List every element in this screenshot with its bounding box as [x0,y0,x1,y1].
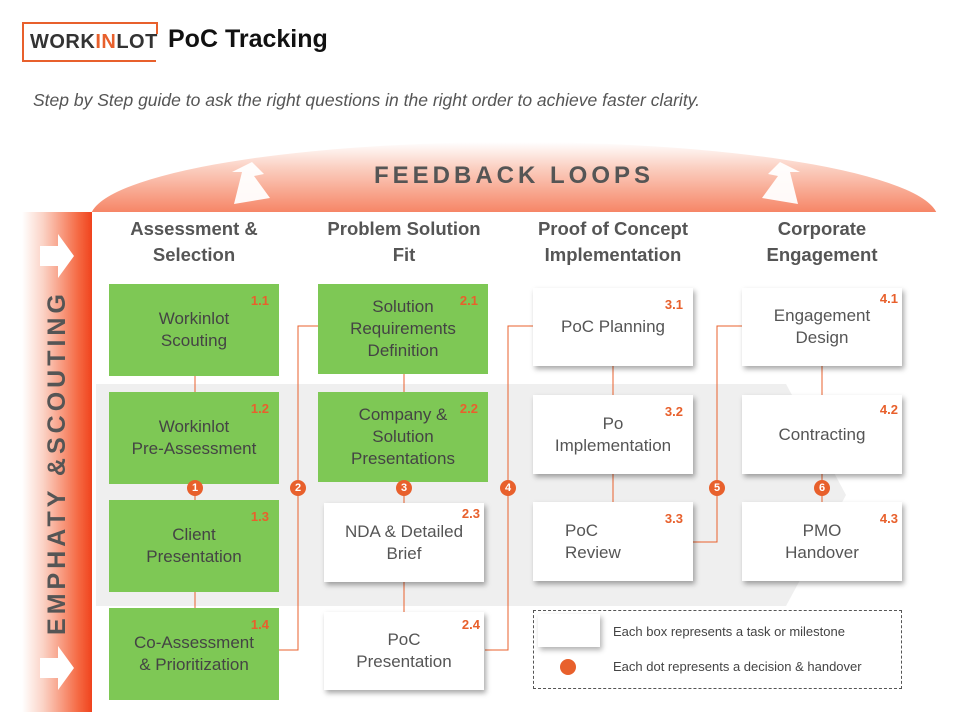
page-title: PoC Tracking [168,25,328,53]
task-box-2-3[interactable]: NDA & Detailed Brief 2.3 [324,503,484,582]
decision-dot-6[interactable]: 6 [814,480,830,496]
task-box-label: Workinlot Scouting [158,309,230,350]
task-number: 1.2 [250,401,269,416]
task-box-4-2[interactable]: Contracting 4.2 [742,395,902,474]
task-box-label: Client Presentation [146,525,242,566]
decision-dot-4[interactable]: 4 [500,480,516,496]
task-box-label: NDA & Detailed Brief [344,521,464,563]
column-header-assessment: Assessment & Selection [130,218,258,265]
task-box-1-1[interactable]: Workinlot Scouting 1.1 [109,284,279,376]
task-number: 4.1 [879,291,898,306]
task-number: 1.4 [250,617,269,632]
task-box-label: Solution Requirements Definition [350,297,456,360]
task-box-4-1[interactable]: Engagement Design 4.1 [742,288,902,366]
task-box-2-2[interactable]: Company & Solution Presentations 2.2 [318,392,488,482]
decision-dot-2[interactable]: 2 [290,480,306,496]
decision-dot-5[interactable]: 5 [709,480,725,496]
emphaty-scouting-bar [22,212,92,712]
task-box-3-2[interactable]: Po Implementation 3.2 [533,395,693,474]
feedback-loops-label: FEEDBACK LOOPS [373,162,654,189]
task-box-label: Company & Solution Presentations [351,405,455,468]
task-number: 4.3 [879,511,898,526]
logo-text-lot: LOT [116,30,158,53]
decision-dot-3[interactable]: 3 [396,480,412,496]
task-number: 1.1 [250,293,269,308]
scouting-arrow-top-icon [40,234,74,278]
task-number: 2.1 [459,293,478,308]
legend-dot-sample [560,659,576,675]
logo-frame-mark [156,22,158,34]
task-box-2-1[interactable]: Solution Requirements Definition 2.1 [318,284,488,374]
task-box-1-4[interactable]: Co-Assessment & Prioritization 1.4 [109,608,279,700]
task-number: 3.1 [664,297,683,312]
legend-dot-text: Each dot represents a decision & handove… [613,659,862,674]
task-box-1-2[interactable]: Workinlot Pre-Assessment 1.2 [109,392,279,484]
task-number: 2.2 [459,401,478,416]
task-box-label: PoC Presentation [356,630,452,671]
feedback-arrow-left-icon [232,162,270,204]
task-box-3-1[interactable]: PoC Planning 3.1 [533,288,693,366]
scouting-arrow-bottom-icon [40,646,74,690]
column-header-corporate-engagement: Corporate Engagement [766,218,878,265]
decision-dot-1[interactable]: 1 [187,480,203,496]
arc-mask [90,212,940,292]
task-box-3-3[interactable]: PoC Review 3.3 [533,502,693,581]
task-box-label: PoC Review [565,520,621,562]
legend [533,610,902,689]
task-box-label: Engagement Design [773,306,871,347]
task-box-label: PMO Handover [785,520,859,562]
task-box-label: Po Implementation [554,413,672,455]
task-number: 3.3 [664,511,683,526]
task-box-label: Contracting [778,424,866,444]
task-number: 3.2 [664,404,683,419]
task-box-4-3[interactable]: PMO Handover 4.3 [742,502,902,581]
task-box-label: Co-Assessment & Prioritization [134,633,254,674]
task-number: 1.3 [250,509,269,524]
task-number: 4.2 [879,402,898,417]
column-header-poc-implementation: Proof of Concept Implementation [537,218,689,265]
logo-text-work: WORK [30,30,96,53]
task-box-1-3[interactable]: Client Presentation 1.3 [109,500,279,592]
legend-box-text: Each box represents a task or milestone [613,624,845,639]
task-number: 2.4 [461,617,480,632]
legend-box-sample [538,614,600,647]
page-subtitle: Step by Step guide to ask the right ques… [33,90,700,110]
feedback-arrow-right-icon [762,162,800,204]
logo-text-in: IN [95,30,117,53]
task-box-2-4[interactable]: PoC Presentation 2.4 [324,612,484,690]
column-header-problem-solution: Problem Solution Fit [327,218,481,265]
task-box-label: Workinlot Pre-Assessment [131,417,257,458]
task-box-label: PoC Planning [561,317,665,336]
task-number: 2.3 [461,506,480,521]
